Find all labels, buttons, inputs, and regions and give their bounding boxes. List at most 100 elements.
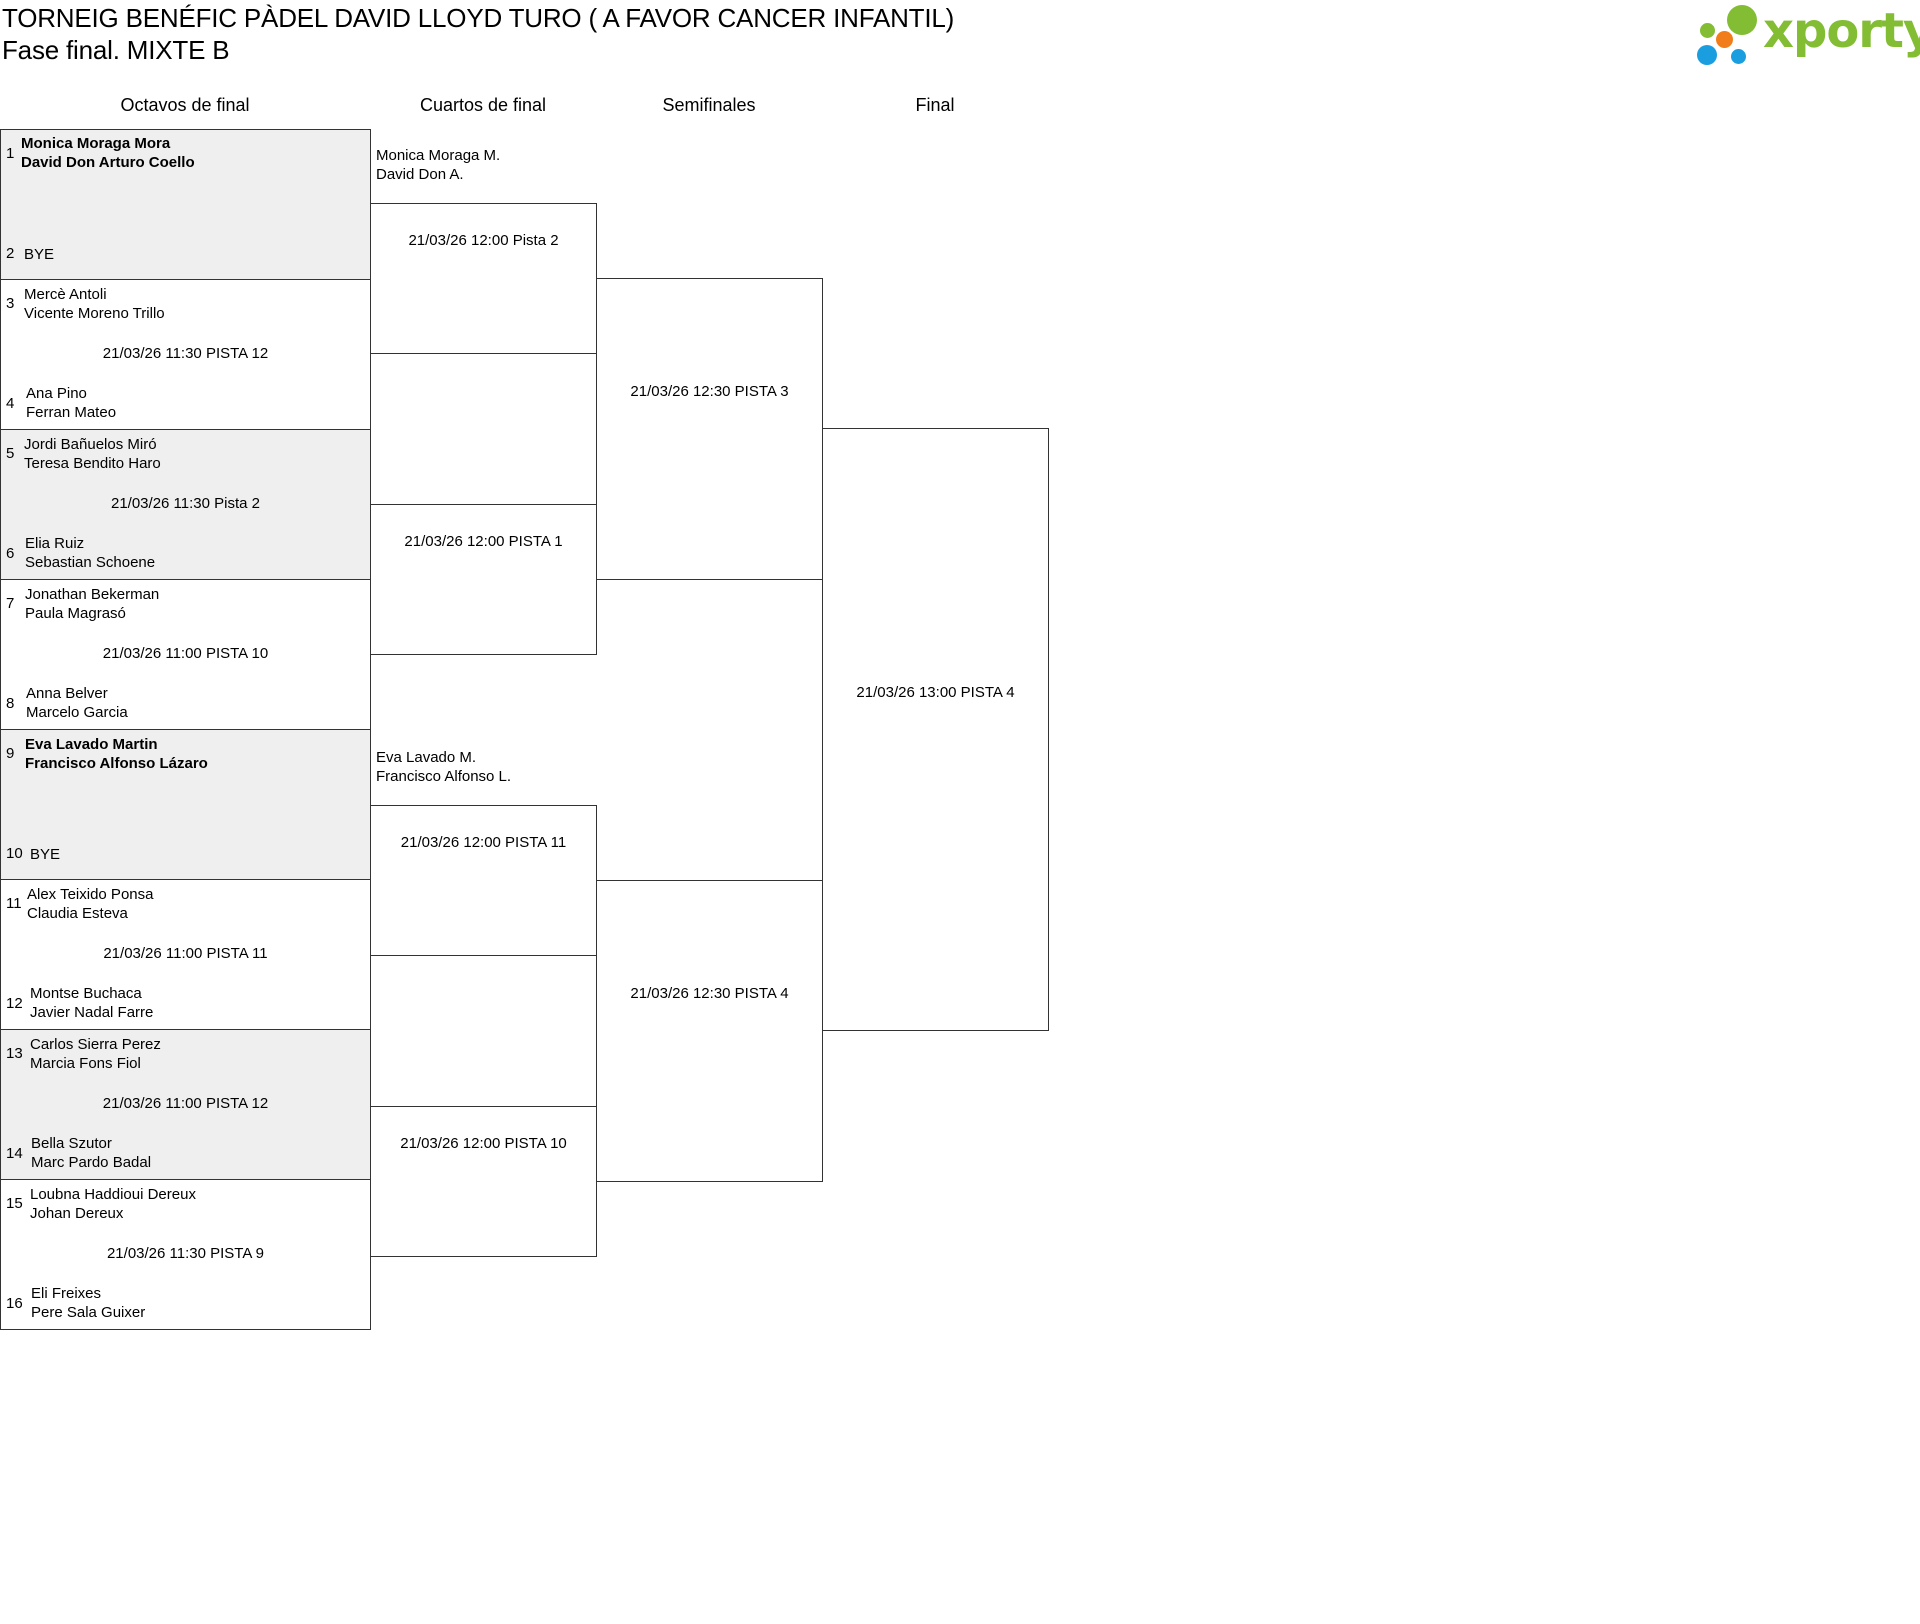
match-schedule: 21/03/26 12:30 PISTA 3: [630, 383, 789, 400]
player-name: Bella Szutor: [31, 1135, 112, 1152]
player-name: Francisco Alfonso Lázaro: [25, 755, 208, 772]
player-name: Eli Freixes: [31, 1285, 102, 1302]
seed-number: 2: [6, 245, 15, 262]
player-name: Anna Belver: [26, 685, 108, 702]
player-name: Marcia Fons Fiol: [30, 1055, 141, 1072]
final-match[interactable]: [822, 428, 1049, 1031]
sf-match-1[interactable]: [596, 278, 823, 580]
seed-number: 9: [6, 745, 15, 762]
player-name: Alex Teixido Ponsa: [27, 886, 154, 903]
round-header-final: Final: [915, 95, 955, 115]
team-13[interactable]: Carlos Sierra Perez Marcia Fons Fiol: [30, 1035, 161, 1073]
player-name: Jonathan Bekerman: [25, 586, 160, 603]
player-name: Claudia Esteva: [27, 905, 128, 922]
player-name: Teresa Bendito Haro: [24, 455, 161, 472]
match-schedule: 21/03/26 11:00 PISTA 12: [102, 1095, 269, 1112]
match-schedule: 21/03/26 11:30 Pista 2: [110, 495, 260, 512]
player-name: Paula Magrasó: [25, 605, 126, 622]
player-name: Mercè Antoli: [24, 286, 107, 303]
match-schedule: 21/03/26 11:00 PISTA 10: [102, 645, 269, 662]
player-name: Ferran Mateo: [26, 404, 117, 421]
team-1[interactable]: Monica Moraga Mora David Don Arturo Coel…: [21, 134, 195, 172]
team-16[interactable]: Eli Freixes Pere Sala Guixer: [31, 1284, 145, 1322]
player-name: Ana Pino: [26, 385, 87, 402]
r16-match-3[interactable]: [0, 429, 371, 580]
team-15[interactable]: Loubna Haddioui Dereux Johan Dereux: [30, 1185, 196, 1223]
logo-dot-small-green: [1700, 23, 1715, 38]
team-4[interactable]: Ana Pino Ferran Mateo: [26, 384, 116, 422]
player-name: Monica Moraga M.: [376, 147, 501, 164]
player-name: Eva Lavado M.: [376, 749, 477, 766]
qf-match-1[interactable]: [370, 203, 597, 354]
player-name: Monica Moraga Mora: [21, 135, 171, 152]
team-12[interactable]: Montse Buchaca Javier Nadal Farre: [30, 984, 153, 1022]
r16-match-5[interactable]: [0, 729, 371, 880]
seed-number: 10: [6, 845, 23, 862]
advanced-team-9[interactable]: Eva Lavado M. Francisco Alfonso L.: [376, 748, 511, 786]
seed-number: 5: [6, 445, 15, 462]
logo-dot-blue: [1697, 45, 1717, 65]
logo-dot-green: [1727, 5, 1757, 35]
player-name: Elia Ruiz: [25, 535, 85, 552]
seed-number: 13: [6, 1045, 23, 1062]
round-header-r16: Octavos de final: [120, 95, 250, 115]
team-5[interactable]: Jordi Bañuelos Miró Teresa Bendito Haro: [24, 435, 161, 473]
qf-match-3[interactable]: [370, 805, 597, 956]
r16-match-7[interactable]: [0, 1029, 371, 1180]
round-header-qf: Cuartos de final: [419, 95, 547, 115]
tournament-title: TORNEIG BENÉFIC PÀDEL DAVID LLOYD TURO (…: [2, 3, 955, 33]
phase-subtitle: Fase final. MIXTE B: [2, 35, 230, 65]
xporty-logo: xporty: [1697, 3, 1920, 70]
player-name: Vicente Moreno Trillo: [24, 305, 165, 322]
seed-number: 1: [6, 145, 15, 162]
player-name: Montse Buchaca: [30, 985, 142, 1002]
qf-match-2[interactable]: [370, 504, 597, 655]
team-11[interactable]: Alex Teixido Ponsa Claudia Esteva: [27, 885, 153, 923]
logo-dot-orange: [1716, 31, 1733, 48]
advanced-team-1[interactable]: Monica Moraga M. David Don A.: [376, 146, 500, 184]
seed-number: 3: [6, 295, 15, 312]
player-name: Sebastian Schoene: [25, 554, 156, 571]
player-name: Marcelo Garcia: [26, 704, 128, 721]
seed-number: 15: [6, 1195, 23, 1212]
match-schedule: 21/03/26 11:00 PISTA 11: [103, 945, 268, 962]
match-schedule: 21/03/26 12:00 PISTA 1: [404, 533, 563, 550]
team-6[interactable]: Elia Ruiz Sebastian Schoene: [25, 534, 155, 572]
match-schedule: 21/03/26 12:00 PISTA 10: [400, 1135, 567, 1152]
match-schedule: 21/03/26 12:00 PISTA 11: [400, 834, 567, 851]
player-name: Loubna Haddioui Dereux: [30, 1186, 196, 1203]
team-14[interactable]: Bella Szutor Marc Pardo Badal: [31, 1134, 151, 1172]
qf-match-4[interactable]: [370, 1106, 597, 1257]
player-name: Carlos Sierra Perez: [30, 1036, 161, 1053]
team-9[interactable]: Eva Lavado Martin Francisco Alfonso Láza…: [25, 735, 208, 773]
player-name: Marc Pardo Badal: [31, 1154, 152, 1171]
seed-number: 4: [6, 395, 15, 412]
player-name: Jordi Bañuelos Miró: [24, 436, 157, 453]
team-10-bye: BYE: [30, 845, 60, 864]
team-8[interactable]: Anna Belver Marcelo Garcia: [26, 684, 128, 722]
player-name: BYE: [30, 846, 61, 863]
r16-match-1[interactable]: [0, 129, 371, 280]
match-schedule: 21/03/26 11:30 PISTA 9: [106, 1245, 265, 1262]
player-name: Eva Lavado Martin: [25, 736, 158, 753]
round-header-sf: Semifinales: [662, 95, 756, 115]
seed-number: 14: [6, 1145, 23, 1162]
player-name: Javier Nadal Farre: [30, 1004, 154, 1021]
match-schedule: 21/03/26 11:30 PISTA 12: [102, 345, 269, 362]
team-3[interactable]: Mercè Antoli Vicente Moreno Trillo: [24, 285, 165, 323]
seed-number: 12: [6, 995, 23, 1012]
sf-match-2[interactable]: [596, 880, 823, 1182]
seed-number: 8: [6, 695, 15, 712]
player-name: BYE: [24, 246, 55, 263]
seed-number: 16: [6, 1295, 23, 1312]
player-name: David Don A.: [376, 166, 464, 183]
seed-number: 6: [6, 545, 15, 562]
team-2-bye: BYE: [24, 245, 54, 264]
match-schedule: 21/03/26 13:00 PISTA 4: [856, 684, 1015, 701]
logo-wordmark: xporty: [1763, 3, 1920, 59]
logo-dot-blue-2: [1731, 49, 1746, 64]
seed-number: 7: [6, 595, 15, 612]
player-name: Francisco Alfonso L.: [376, 768, 512, 785]
match-schedule: 21/03/26 12:30 PISTA 4: [630, 985, 789, 1002]
team-7[interactable]: Jonathan Bekerman Paula Magrasó: [25, 585, 159, 623]
